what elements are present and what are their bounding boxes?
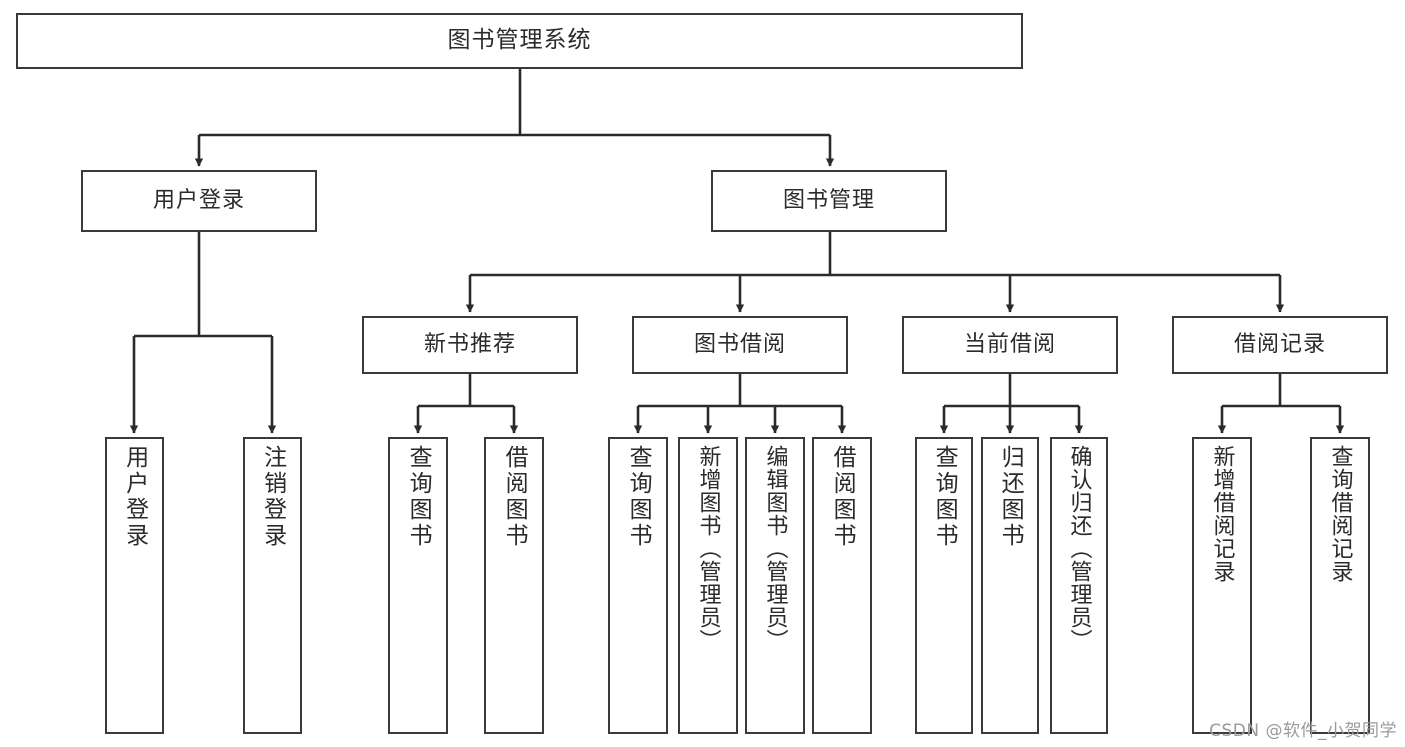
node-leaf-edit-book[interactable]: 编辑图书（管理员） <box>745 437 805 734</box>
node-label: 借阅图书 <box>829 445 856 549</box>
node-label: 当前借阅 <box>963 332 1056 358</box>
csdn-watermark: CSDN @软件_小贺同学 <box>1209 721 1397 741</box>
node-borrow-record[interactable]: 借阅记录 <box>1172 316 1388 374</box>
node-leaf-query-record[interactable]: 查询借阅记录 <box>1310 437 1370 734</box>
node-label: 用户登录 <box>121 445 148 549</box>
node-leaf-add-book[interactable]: 新增图书（管理员） <box>678 437 738 734</box>
node-leaf-query-book-3[interactable]: 查询图书 <box>915 437 973 734</box>
node-new-book-recommend[interactable]: 新书推荐 <box>362 316 578 374</box>
node-label: 图书借阅 <box>693 332 786 358</box>
node-label: 图书管理系统 <box>447 27 592 54</box>
node-leaf-borrow-book-1[interactable]: 借阅图书 <box>484 437 544 734</box>
node-leaf-query-book-1[interactable]: 查询图书 <box>388 437 448 734</box>
node-current-borrow[interactable]: 当前借阅 <box>902 316 1118 374</box>
node-label: 图书管理 <box>782 188 875 214</box>
node-leaf-add-record[interactable]: 新增借阅记录 <box>1192 437 1252 734</box>
node-leaf-borrow-book-2[interactable]: 借阅图书 <box>812 437 872 734</box>
node-label: 新增图书（管理员） <box>695 445 721 652</box>
node-label: 注销登录 <box>259 445 286 549</box>
node-leaf-logout-login[interactable]: 注销登录 <box>243 437 302 734</box>
node-label: 编辑图书（管理员） <box>762 445 788 652</box>
node-label: 查询图书 <box>625 445 652 549</box>
node-label: 新增借阅记录 <box>1209 445 1235 583</box>
node-label: 借阅图书 <box>501 445 528 549</box>
node-book-borrow[interactable]: 图书借阅 <box>632 316 848 374</box>
node-label: 借阅记录 <box>1233 332 1326 358</box>
node-label: 归还图书 <box>997 445 1024 549</box>
node-book-management[interactable]: 图书管理 <box>711 170 947 232</box>
node-user-login[interactable]: 用户登录 <box>81 170 317 232</box>
node-label: 新书推荐 <box>423 332 516 358</box>
node-leaf-confirm-return[interactable]: 确认归还（管理员） <box>1050 437 1108 734</box>
node-label: 查询图书 <box>405 445 432 549</box>
node-label: 用户登录 <box>152 188 245 214</box>
node-leaf-return-book[interactable]: 归还图书 <box>981 437 1039 734</box>
node-leaf-user-login[interactable]: 用户登录 <box>105 437 164 734</box>
node-root-book-management-system[interactable]: 图书管理系统 <box>16 13 1023 69</box>
node-label: 查询借阅记录 <box>1327 445 1353 583</box>
node-label: 确认归还（管理员） <box>1066 445 1092 652</box>
node-leaf-query-book-2[interactable]: 查询图书 <box>608 437 668 734</box>
node-label: 查询图书 <box>931 445 958 549</box>
